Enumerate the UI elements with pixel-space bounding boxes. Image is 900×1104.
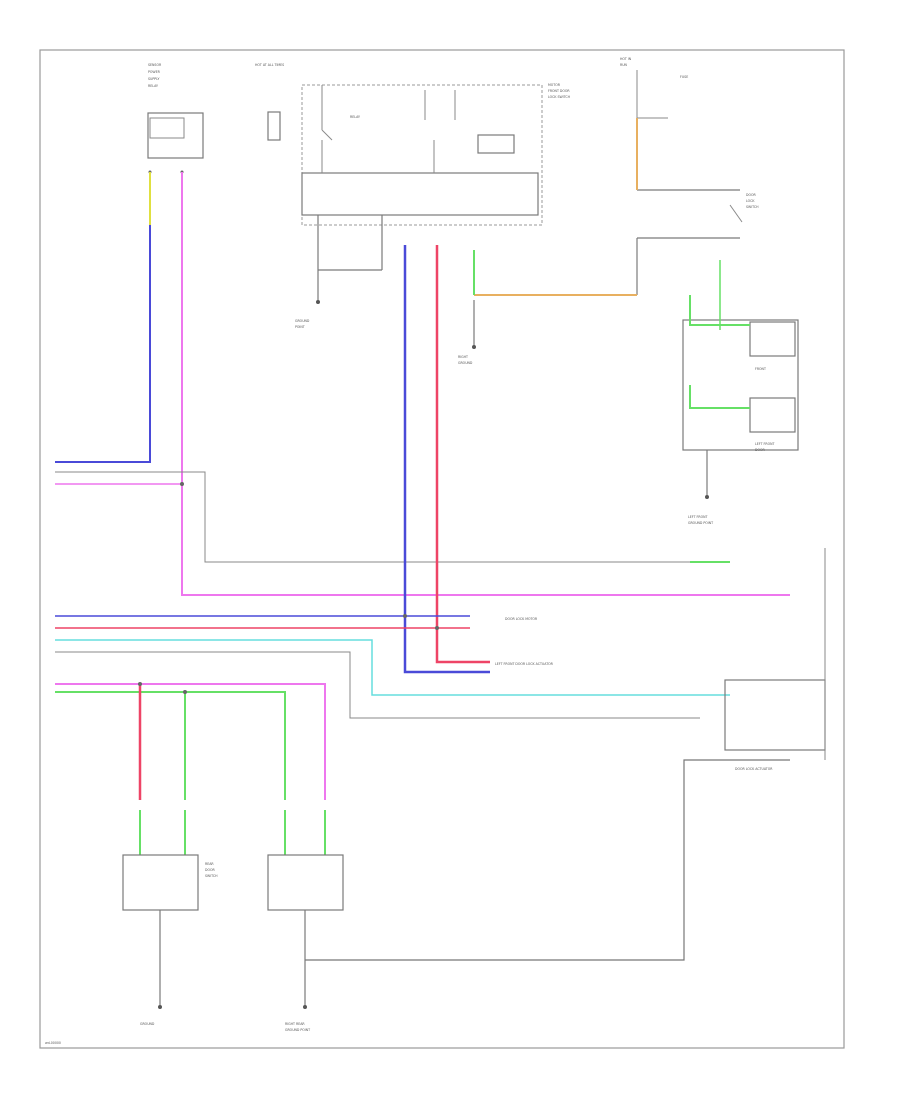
label-relay: RELAY	[148, 84, 158, 88]
relay-module: HOT AT ALL TIMES RELAY MOTOR FRONT DOOR …	[255, 63, 571, 365]
wire-pink-1	[181, 172, 790, 596]
sensor-module: SENSOR POWER SUPPLY RELAY	[147, 63, 204, 174]
label-point: POINT	[295, 325, 305, 329]
label-ground-point-3: GROUND POINT	[285, 1028, 310, 1032]
label-right-rear: RIGHT REAR	[285, 1022, 305, 1026]
wire-pink-bottom	[55, 683, 326, 800]
diagram-frame	[39, 49, 845, 1049]
right-actuator-block: DOOR LOCK ACTUATOR	[724, 548, 826, 771]
label-supply: SUPPLY	[148, 77, 160, 81]
label-front-door: FRONT DOOR	[548, 89, 570, 93]
label-hot-at-all-times: HOT AT ALL TIMES	[255, 63, 284, 67]
wire-green-r2	[689, 295, 750, 326]
right-lock-switch-block: FRONT LEFT FRONT DOOR LEFT FRONT GROUND …	[682, 319, 799, 525]
wire-blue-1	[55, 225, 151, 463]
label-left-front-gnd: LEFT FRONT	[688, 515, 707, 519]
label-switch-2: SWITCH	[205, 874, 218, 878]
label-front: FRONT	[755, 367, 766, 371]
label-lf-actuator: LEFT FRONT DOOR LOCK ACTUATOR	[495, 662, 554, 666]
label-sensor: SENSOR	[148, 63, 162, 67]
label-power: POWER	[148, 70, 161, 74]
label-fuse: FUSE	[680, 75, 688, 79]
bottom-right-switch: RIGHT REAR GROUND POINT	[267, 810, 344, 1032]
wire-green-r3	[689, 385, 750, 409]
label-hot-in: HOT IN	[620, 57, 632, 61]
label-right: RIGHT	[458, 355, 468, 359]
label-motor: MOTOR	[548, 83, 561, 87]
bottom-left-switch: REAR DOOR SWITCH GROUND	[122, 810, 218, 1026]
label-door-lock-actuator: DOOR LOCK ACTUATOR	[735, 767, 773, 771]
wire-gray-1	[55, 471, 690, 563]
label-ground-3: GROUND	[140, 1022, 155, 1026]
wire-blue-2	[403, 245, 490, 674]
label-lock: LOCK	[746, 199, 755, 203]
label-ground-2: GROUND	[458, 361, 473, 365]
label-ground-point-2: GROUND POINT	[688, 521, 713, 525]
wire-red-1	[435, 245, 490, 664]
label-switch: SWITCH	[746, 205, 759, 209]
wire-green-bottom	[55, 691, 286, 800]
label-door-2: DOOR	[755, 448, 765, 452]
label-run: RUN	[620, 63, 628, 67]
wire-gray-r	[305, 759, 790, 961]
label-rear: REAR	[205, 862, 214, 866]
label-door-3: DOOR	[205, 868, 215, 872]
splice-dots	[138, 482, 439, 694]
label-left-front: LEFT FRONT	[755, 442, 774, 446]
label-door-lock-motor: DOOR LOCK MOTOR	[505, 617, 538, 621]
footer-code: wd-00000	[45, 1041, 61, 1045]
wire-cyan-bus	[55, 639, 730, 696]
wire-gray-bus	[55, 651, 700, 719]
label-lock-switch: LOCK SWITCH	[548, 95, 571, 99]
label-door: DOOR	[746, 193, 756, 197]
label-ground: GROUND	[295, 319, 310, 323]
label-relay-2: RELAY	[350, 115, 360, 119]
top-right-switch: HOT IN RUN FUSE DOOR LOCK SWITCH	[620, 57, 759, 295]
